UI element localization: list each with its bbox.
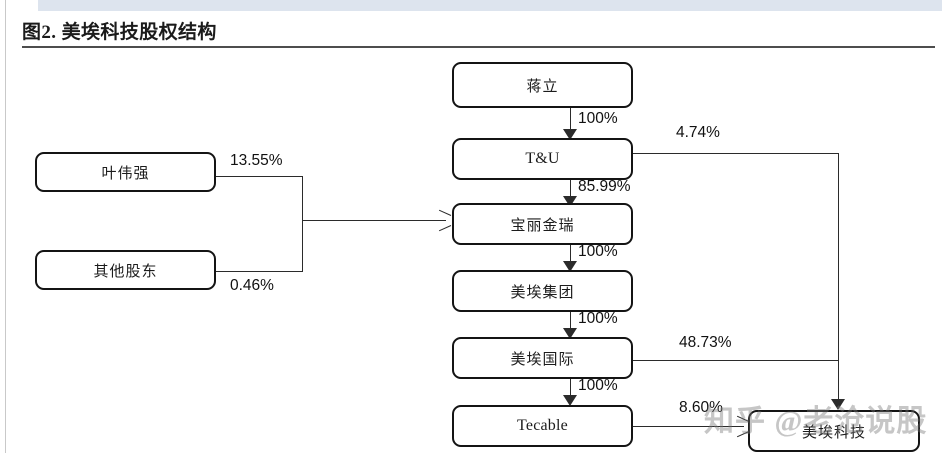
- edge-jituan-guoji-line: [570, 312, 571, 334]
- node-label: 蒋立: [526, 78, 559, 95]
- node-label: Tecable: [517, 417, 568, 434]
- node-label: 宝丽金瑞: [510, 217, 575, 234]
- node-label: 美埃集团: [510, 284, 575, 301]
- edge-qitagudong-branch: [216, 271, 302, 272]
- edge-label-tu-baoli: 85.99%: [578, 178, 631, 195]
- node-label: 美埃国际: [510, 351, 575, 368]
- top-band: [38, 0, 942, 11]
- edge-tu-meaikeji-drop: [838, 153, 839, 401]
- edge-baoli-jituan-arrowhead: [563, 261, 577, 272]
- edge-meaikeji-top-arrowhead: [831, 399, 845, 410]
- edge-shareholders-baoli-line: [302, 220, 446, 221]
- edge-label-jituan-guoji: 100%: [578, 310, 618, 327]
- edge-tecable-meaikeji-line: [633, 426, 744, 427]
- edge-guoji-meaikeji-line: [633, 360, 839, 361]
- node-label: 叶伟强: [101, 165, 150, 182]
- node-baolijinrui: 宝丽金瑞: [452, 203, 633, 245]
- edge-label-qitagudong-baoli: 0.46%: [230, 277, 274, 294]
- left-margin-rule: [5, 0, 6, 453]
- edge-tu-baoli-arrowhead: [563, 196, 577, 207]
- figure-title: 图2. 美埃科技股权结构: [22, 22, 217, 43]
- node-jiangli: 蒋立: [452, 62, 633, 108]
- edge-label-guoji-tecable: 100%: [578, 377, 618, 394]
- edge-label-baoli-jituan: 100%: [578, 243, 618, 260]
- node-meaikeji: 美埃科技: [748, 410, 920, 452]
- edge-tu-baoli-line: [570, 180, 571, 202]
- node-label: T&U: [525, 150, 560, 167]
- edge-baoli-jituan-line: [570, 245, 571, 267]
- title-divider: [22, 46, 935, 48]
- edge-guoji-tecable-arrowhead: [563, 395, 577, 406]
- node-qitagudong: 其他股东: [35, 250, 216, 290]
- edge-yeweiqiang-branch: [216, 176, 302, 177]
- node-label: 美埃科技: [801, 424, 866, 441]
- edge-jituan-guoji-arrowhead: [563, 328, 577, 339]
- node-label: 其他股东: [93, 263, 158, 280]
- edge-label-tu-meaikeji: 4.74%: [676, 124, 720, 141]
- node-yeweiqiang: 叶伟强: [35, 152, 216, 192]
- edge-label-tecable-meaikeji: 8.60%: [679, 399, 723, 416]
- edge-jiangli-tu-line: [570, 108, 571, 135]
- node-meaiguoji: 美埃国际: [452, 337, 633, 379]
- node-meiaijituan: 美埃集团: [452, 270, 633, 312]
- edge-label-jiangli-tu: 100%: [578, 110, 618, 127]
- edge-label-guoji-meaikeji: 48.73%: [679, 334, 732, 351]
- edge-label-yeweiqiang-baoli: 13.55%: [230, 152, 283, 169]
- node-tecable: Tecable: [452, 405, 633, 447]
- shareholder-merge-bar: [302, 176, 303, 272]
- node-tu: T&U: [452, 138, 633, 180]
- edge-jiangli-tu-arrowhead: [563, 129, 577, 140]
- edge-tu-meaikeji-line: [633, 153, 839, 154]
- edge-guoji-tecable-line: [570, 379, 571, 401]
